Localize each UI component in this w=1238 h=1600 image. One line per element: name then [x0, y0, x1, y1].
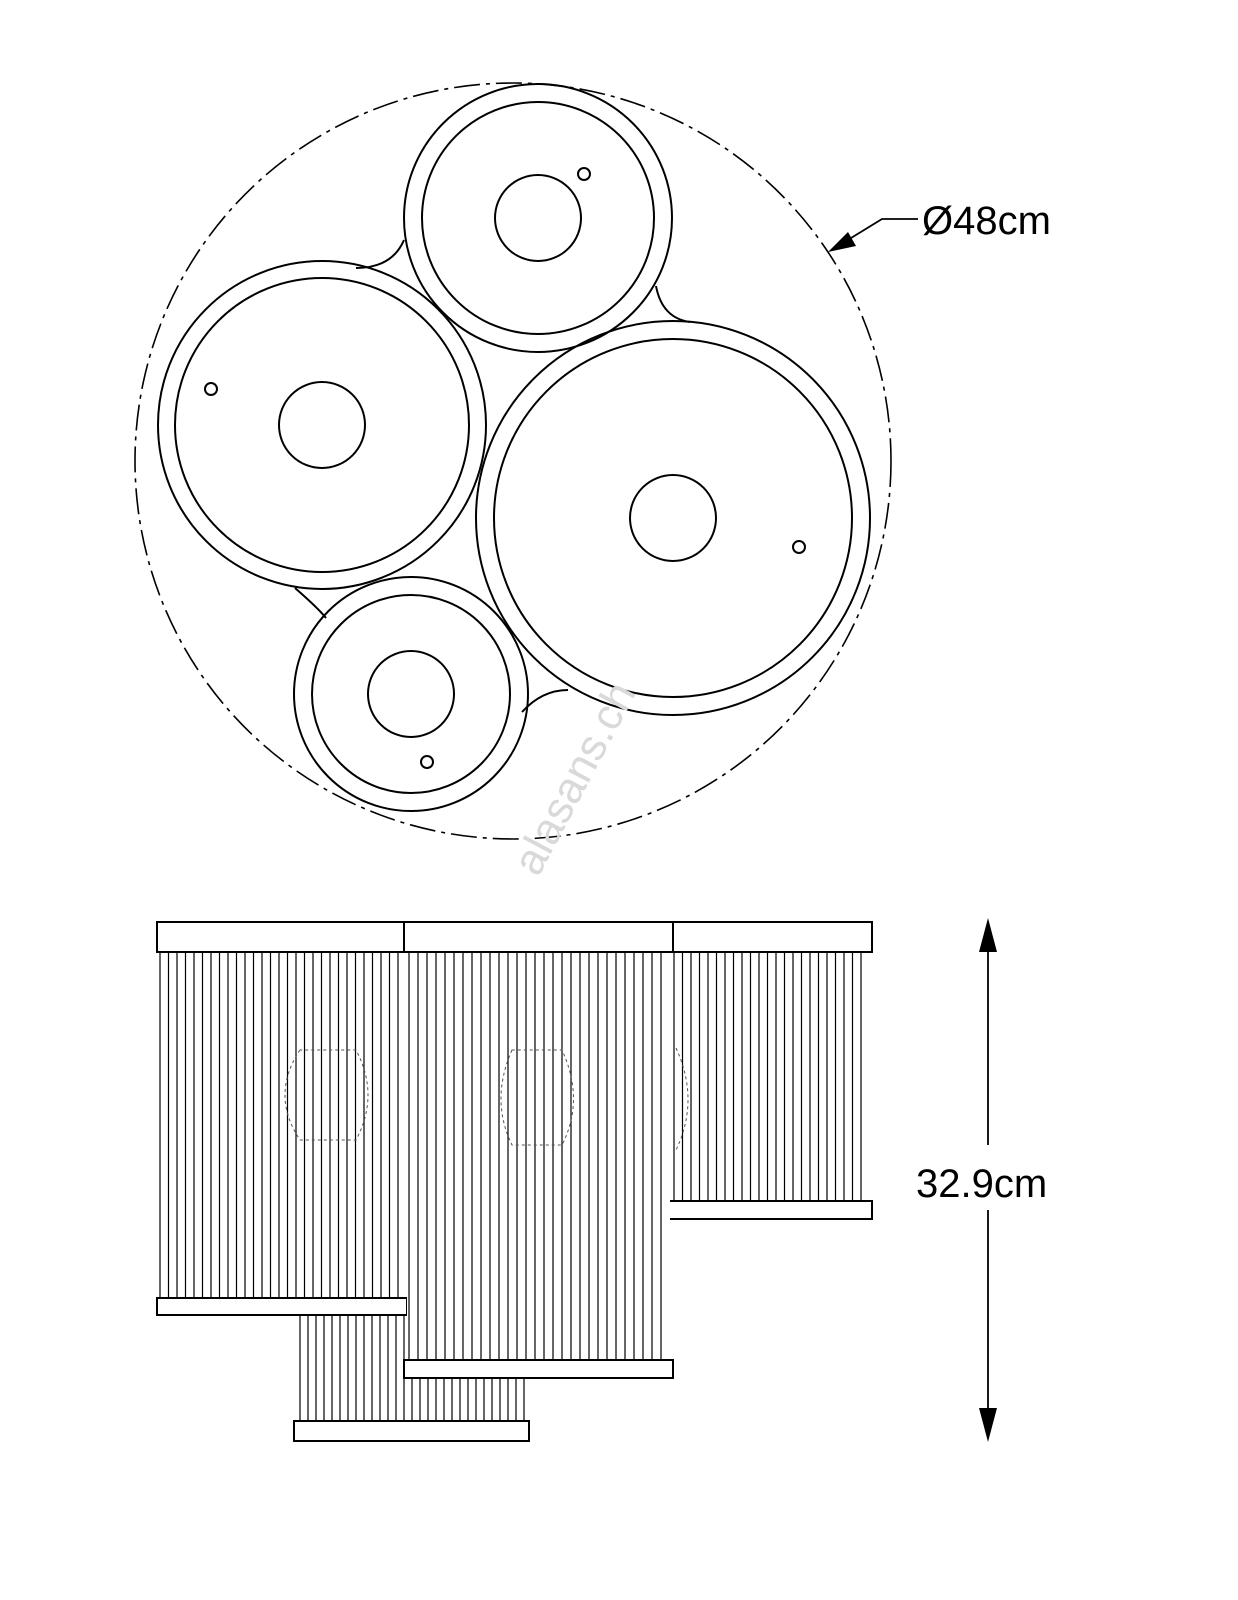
- inner-bulbs: [284, 1047, 689, 1151]
- height-label: 32.9cm: [916, 1162, 1047, 1206]
- fillet-top-right: [655, 285, 691, 323]
- fillet-top-left: [355, 239, 405, 269]
- fillet-bottom-right: [521, 689, 569, 713]
- footprint-circle: [134, 82, 892, 840]
- height-dimension: [979, 918, 997, 1442]
- top-view: [134, 82, 918, 840]
- side-view: [156, 918, 997, 1442]
- shade-bottom: [293, 576, 529, 812]
- diameter-leader: [828, 218, 918, 252]
- shade-top: [403, 83, 673, 353]
- side-shade-center: [403, 921, 674, 1379]
- side-shade-left: [156, 921, 408, 1316]
- shade-left: [157, 260, 487, 590]
- side-shade-right: [668, 921, 873, 1220]
- shade-right: [475, 320, 871, 716]
- watermark: alasans.ch: [504, 674, 646, 883]
- diameter-label: Ø48cm: [922, 199, 1051, 243]
- fillet-left-bottom: [294, 587, 327, 619]
